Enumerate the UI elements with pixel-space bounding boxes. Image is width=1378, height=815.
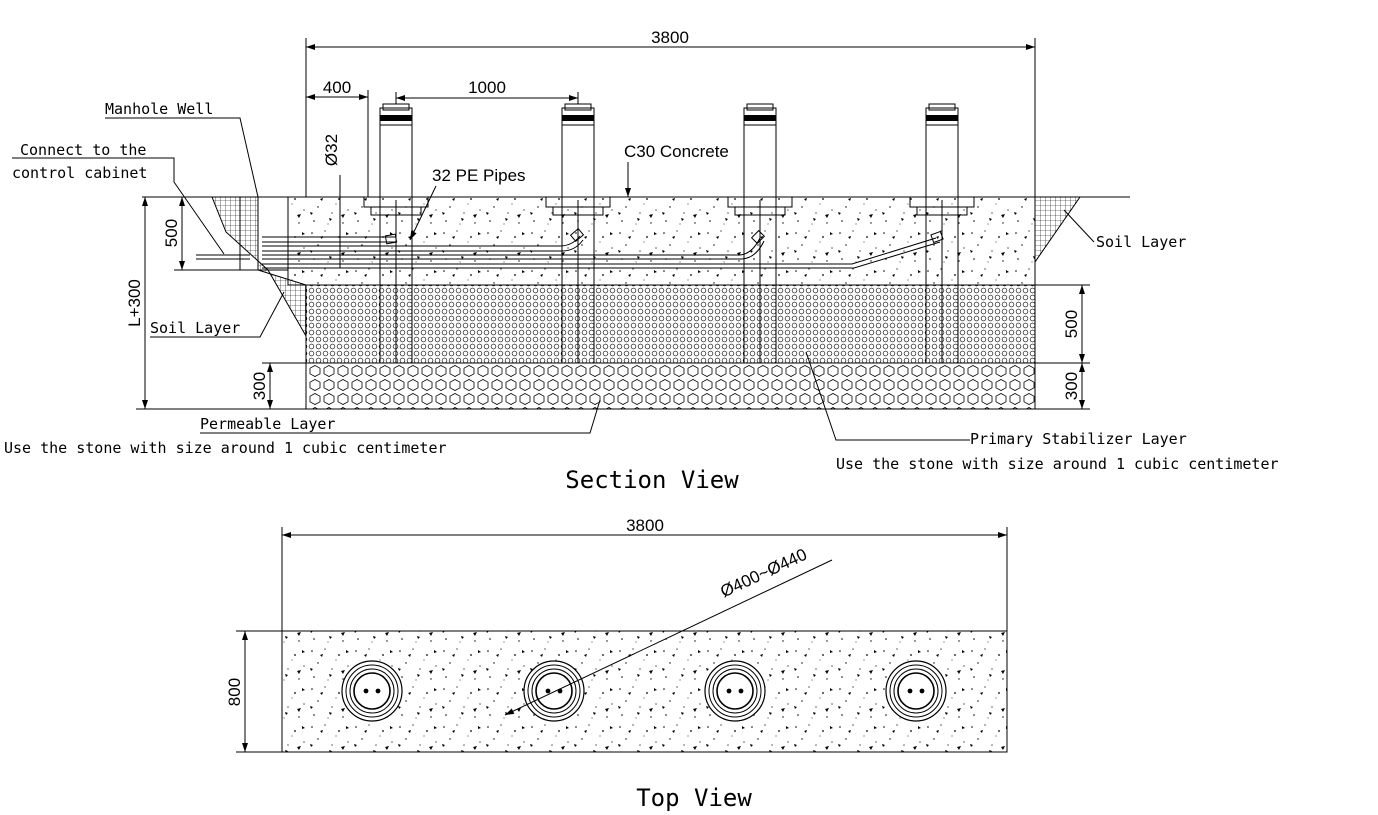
leader-soil-left — [150, 291, 285, 338]
permeable-layer — [305, 362, 1036, 410]
leader-connect — [12, 157, 225, 255]
label-soil-left: Soil Layer — [150, 319, 240, 337]
hole-dia-leader — [504, 559, 833, 716]
dimension-permeable-left — [262, 362, 306, 409]
bollard-3 — [727, 103, 793, 364]
label-stabilizer-layer: Primary Stabilizer Layer — [970, 430, 1187, 448]
label-connect-line1: Connect to the — [20, 141, 146, 159]
dim-o32: Ø32 — [322, 134, 341, 166]
dim-800: 800 — [225, 678, 244, 706]
dim-1000: 1000 — [468, 78, 506, 97]
label-pe-pipes: 32 PE Pipes — [432, 166, 526, 185]
bollard-4 — [909, 103, 975, 364]
concrete-block — [287, 196, 1036, 286]
soil-layer-right — [1034, 196, 1081, 264]
label-soil-right: Soil Layer — [1096, 233, 1186, 251]
dim-300-left: 300 — [250, 372, 269, 400]
top-bollard-hole-3 — [704, 660, 766, 722]
label-concrete: C30 Concrete — [624, 142, 729, 161]
dimension-right — [1035, 284, 1090, 410]
dimension-total-width — [305, 38, 1036, 197]
label-permeable-layer: Permeable Layer — [200, 415, 335, 433]
label-permeable-note: Use the stone with size around 1 cubic c… — [4, 439, 447, 457]
leader-stabilizer — [805, 351, 970, 441]
soil-layer-left — [211, 196, 307, 338]
manhole-well-outline — [239, 196, 289, 271]
leader-pe-pipes — [409, 185, 437, 241]
dimension-edge-offset — [306, 90, 369, 197]
dim-3800-top: 3800 — [626, 516, 664, 535]
label-connect-line2: control cabinet — [12, 164, 147, 182]
dim-3800-section: 3800 — [651, 28, 689, 47]
top-view: 3800 800 — [225, 516, 1008, 812]
dim-300-right: 300 — [1062, 372, 1081, 400]
top-view-title: Top View — [636, 784, 752, 812]
label-stabilizer-note: Use the stone with size around 1 cubic c… — [836, 455, 1279, 473]
leader-soil-right — [1063, 209, 1095, 243]
top-bollard-hole-1 — [341, 660, 403, 722]
dimension-spacing — [395, 92, 579, 104]
leader-manhole-well — [105, 117, 259, 198]
dim-500-well: 500 — [162, 219, 181, 247]
dimension-total-depth — [136, 197, 306, 410]
dim-l300: L+300 — [125, 279, 144, 327]
leader-permeable — [200, 399, 601, 434]
top-bollard-hole-4 — [885, 660, 947, 722]
pe-pipes — [262, 228, 944, 269]
dim-400: 400 — [323, 78, 351, 97]
section-view-title: Section View — [565, 466, 739, 494]
top-bollard-hole-2 — [523, 660, 585, 722]
section-view: 3800 400 1000 Ø32 500 L+300 — [4, 28, 1279, 494]
dim-500-right: 500 — [1062, 310, 1081, 338]
label-manhole-well: Manhole Well — [105, 100, 213, 118]
